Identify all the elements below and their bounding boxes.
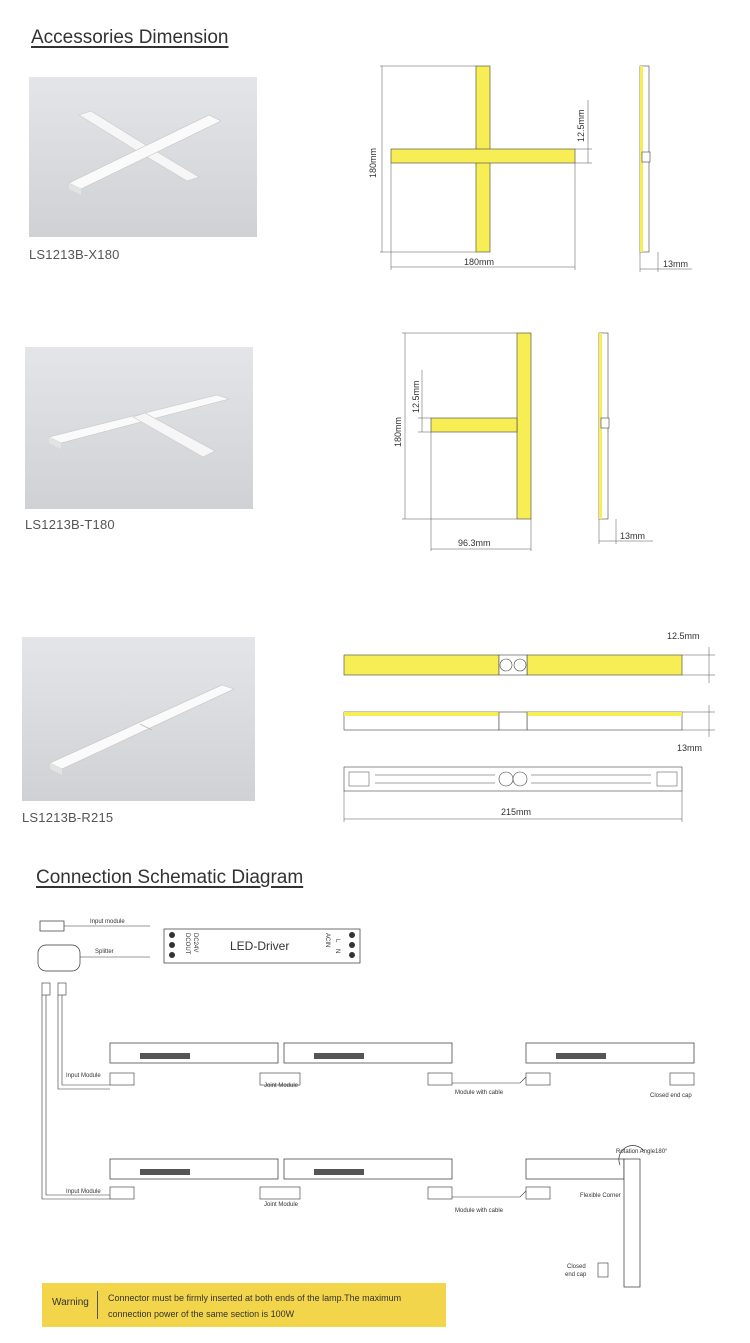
driver-l: L: [334, 939, 340, 943]
input-module-label: Input module: [90, 919, 125, 925]
row1-input-label: Input Module: [66, 1073, 101, 1079]
r215-length-label: 215mm: [501, 807, 531, 817]
driver-out2: DC24V: [192, 933, 198, 952]
warning-box: Warning Connector must be firmly inserte…: [42, 1283, 446, 1327]
row2-joint-label: Joint Module: [264, 1202, 299, 1208]
warning-divider: [97, 1291, 98, 1319]
closed-cap-label-2: end cap: [565, 1272, 587, 1278]
driver-n: N: [334, 949, 340, 953]
x180-dimension-drawing: 180mm 180mm 12.5mm 13mm: [368, 65, 692, 272]
product-photo-r215: [22, 637, 255, 801]
t-branch-strip: [430, 417, 518, 433]
row2-lamps: [109, 1145, 645, 1288]
row1-joint-label: Joint Module: [264, 1083, 299, 1089]
connection-schematic-diagram: Input module Splitter DCOUT DC24V LED-Dr…: [37, 919, 695, 1288]
accessories-title: Accessories Dimension: [31, 27, 229, 48]
input-module-icon: [39, 920, 65, 932]
x180-depth-label: 13mm: [663, 259, 688, 269]
splitter-label: Splitter: [95, 949, 114, 955]
row1-lamps: [109, 1042, 695, 1086]
x180-width-label: 180mm: [464, 257, 494, 267]
closed-cap-label-1: Closed: [567, 1264, 586, 1270]
row2-cable-label: Module with cable: [455, 1208, 504, 1214]
r215-strip-left: [343, 654, 500, 676]
t180-depth-label: 13mm: [620, 531, 645, 541]
flexible-corner-label: Flexible Corner: [580, 1193, 621, 1199]
r215-depth-label: 13mm: [677, 743, 702, 753]
x-connector-image: [29, 77, 257, 237]
t180-dimension-drawing: 180mm 12.5mm 96.3mm 13mm: [393, 332, 653, 551]
row1-cable-label: Module with cable: [455, 1090, 504, 1096]
x180-strip-label: 12.5mm: [576, 109, 586, 142]
x180-height-label: 180mm: [368, 148, 378, 178]
product-code-r215: LS1213B-R215: [22, 810, 114, 825]
product-photo-x180: [29, 77, 257, 237]
r-connector-image: [22, 637, 255, 801]
cross-horizontal-strip: [390, 148, 576, 164]
t-connector-image: [25, 347, 253, 509]
r215-dimension-drawing: 12.5mm 13mm 215mm: [343, 631, 715, 822]
driver-in: ACIN: [324, 933, 330, 947]
product-photo-t180: [25, 347, 253, 509]
warning-label: Warning: [52, 1297, 89, 1308]
row2-input-label: Input Module: [66, 1189, 101, 1195]
splitter-icon: [37, 944, 81, 972]
driver-out1: DCOUT: [184, 933, 190, 955]
t-vertical-strip: [516, 332, 532, 520]
driver-label: LED-Driver: [230, 939, 289, 953]
schematic-title: Connection Schematic Diagram: [36, 867, 304, 888]
row1-endcap-label: Closed end cap: [650, 1093, 692, 1099]
t180-height-label: 180mm: [393, 417, 403, 447]
product-code-t180: LS1213B-T180: [25, 517, 115, 532]
led-driver-box: [163, 928, 361, 964]
r215-strip-label: 12.5mm: [667, 631, 700, 641]
t180-width-label: 96.3mm: [458, 538, 491, 548]
r215-strip-right: [526, 654, 683, 676]
product-code-x180: LS1213B-X180: [29, 247, 120, 262]
warning-text: Connector must be firmly inserted at bot…: [108, 1293, 402, 1319]
t180-strip-label: 12.5mm: [411, 380, 421, 413]
rotation-label: Rotation Angle180°: [616, 1149, 668, 1155]
